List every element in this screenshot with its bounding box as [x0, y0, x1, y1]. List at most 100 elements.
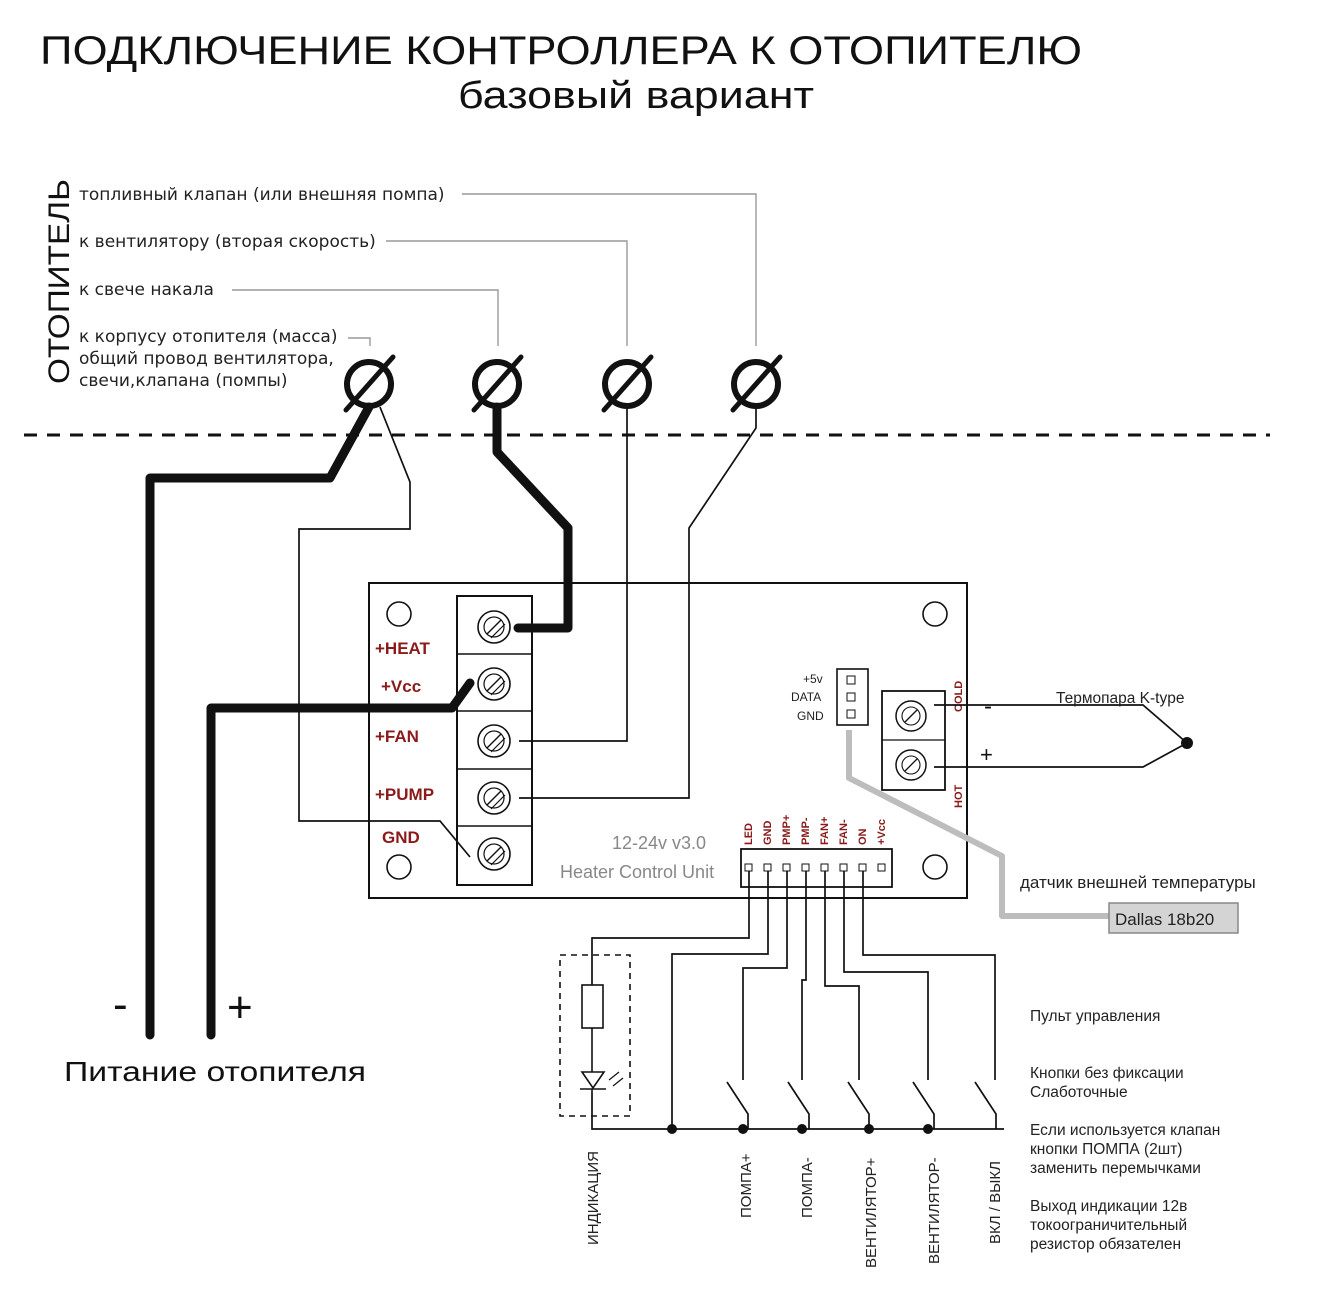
mounting-holes: [386, 601, 948, 880]
mounting-hole: [386, 601, 412, 627]
leader-heater-body: [348, 337, 371, 346]
thermocouple-minus: -: [984, 693, 992, 720]
wire-glow-plug-to-heat: [492, 402, 573, 633]
power-plus-sign: +: [227, 983, 253, 1032]
wire-thermocouple-minus: [934, 704, 1188, 744]
wire-dallas-sensor: [846, 730, 1110, 919]
header-pin-gnd: GND: [762, 821, 774, 846]
leader-glow-plug: [232, 289, 499, 346]
leader-fuel-valve: [462, 193, 757, 346]
heater-terminal-fuel-valve: [730, 354, 783, 413]
wire-pump-plus: [742, 871, 788, 1080]
header-pin-pmp-minus: PMP-: [800, 817, 812, 845]
wire-on: [862, 871, 996, 1080]
leader-fan: [386, 240, 628, 346]
thermocouple-terminal-block: [881, 690, 946, 791]
header-pin-fan-plus: FAN+: [819, 817, 831, 845]
thermocouple-label: Термопара K-type: [1056, 690, 1184, 707]
led-indicator: [559, 954, 631, 1117]
label-common-wire-2: свечи,клапана (помпы): [79, 371, 287, 391]
sensor-pin-gnd: GND: [797, 709, 824, 723]
resistor-icon: [581, 984, 604, 1029]
mounting-hole: [922, 854, 948, 880]
wire-fan-minus: [843, 871, 929, 1080]
power-label: Питание отопителя: [64, 1056, 366, 1087]
note-valve-1: Если используется клапан: [1030, 1122, 1220, 1139]
header-pin-fan-minus: FAN-: [838, 819, 850, 845]
heater-terminal-ground: [343, 354, 396, 413]
diagram-subtitle: базовый вариант: [458, 75, 814, 117]
terminal-label-vcc: +Vcc: [381, 677, 421, 696]
heater-terminal-glow-plug: [471, 354, 524, 413]
wire-pump-minus: [801, 871, 807, 1080]
sensor-pin-5v: +5v: [803, 672, 823, 686]
label-glow-plug: к свече накала: [79, 280, 214, 300]
header-pin-vcc: +Vcc: [876, 819, 888, 845]
terminal-label-heat: +HEAT: [375, 639, 431, 658]
button-label-fan-plus: ВЕНТИЛЯТОР+: [863, 1157, 880, 1268]
header-pin-on: ON: [857, 828, 869, 845]
control-panel-notes: Пульт управления Кнопки без фиксации Сла…: [1030, 1008, 1220, 1253]
switch-pump-minus: [787, 1081, 810, 1129]
button-label-pump-plus: ПОМПА+: [738, 1153, 755, 1218]
label-fan-second-speed: к вентилятору (вторая скорость): [79, 232, 376, 252]
button-label-on-off: ВКЛ / ВЫКЛ: [987, 1161, 1004, 1244]
terminal-screw-vcc: [477, 667, 511, 701]
note-buttons-2: Слаботочные: [1030, 1084, 1128, 1101]
terminal-label-fan: +FAN: [375, 727, 419, 746]
heater-labels: топливный клапан (или внешняя помпа) к в…: [79, 185, 445, 391]
control-panel-wiring: [591, 871, 1004, 1134]
note-indication-3: резистор обязателен: [1030, 1236, 1181, 1253]
sensor-name: Dallas 18b20: [1115, 910, 1214, 929]
led-diode-icon: [580, 1071, 606, 1090]
control-header: [740, 848, 893, 888]
tc-cold-label: COLD: [953, 681, 965, 712]
mounting-hole: [922, 601, 948, 627]
note-indication-1: Выход индикации 12в: [1030, 1198, 1187, 1215]
heater-side-label: ОТОПИТЕЛЬ: [43, 179, 76, 384]
wire-fuel-valve-to-pump: [519, 407, 757, 799]
sensor-connector: [836, 668, 869, 726]
button-label-indication: ИНДИКАЦИЯ: [585, 1151, 602, 1245]
wire-ground-to-gnd: [298, 406, 471, 858]
wire-thermocouple-plus: [934, 742, 1188, 768]
note-panel-title: Пульт управления: [1030, 1008, 1160, 1025]
sensor-pin-data: DATA: [791, 690, 821, 704]
terminal-screw-pump: [477, 781, 511, 815]
tc-hot-label: HOT: [953, 785, 965, 809]
thermocouple-plus: +: [980, 742, 993, 767]
note-valve-2: кнопки ПОМПА (2шт): [1030, 1141, 1182, 1158]
button-label-fan-minus: ВЕНТИЛЯТОР-: [926, 1157, 943, 1264]
board-version: 12-24v v3.0: [612, 833, 706, 853]
power-minus-sign: -: [113, 980, 128, 1029]
button-label-pump-minus: ПОМПА-: [799, 1157, 816, 1218]
thermocouple-junction: [1181, 737, 1193, 749]
board-name: Heater Control Unit: [560, 862, 714, 882]
wire-fan-to-fan-terminal: [519, 407, 628, 742]
label-common-wire: общий провод вентилятора,: [79, 349, 334, 369]
heater-terminal-fan: [601, 354, 654, 413]
switch-fan-minus: [912, 1081, 935, 1129]
switch-pump-plus: [726, 1081, 749, 1129]
wire-power-plus-to-vcc: [206, 678, 475, 1040]
terminal-screw-fan: [477, 724, 511, 758]
header-pin-pmp-plus: PMP+: [781, 815, 793, 845]
label-heater-body: к корпусу отопителя (масса): [79, 327, 337, 347]
note-valve-3: заменить перемычками: [1030, 1160, 1201, 1177]
note-indication-2: токоограничительный: [1030, 1217, 1187, 1234]
label-fuel-valve: топливный клапан (или внешняя помпа): [79, 185, 445, 205]
terminal-screw-gnd: [477, 837, 511, 871]
sensor-box: [1108, 902, 1239, 934]
header-pin-led: LED: [743, 823, 755, 845]
terminal-label-gnd: GND: [382, 828, 420, 847]
sensor-label: датчик внешней температуры: [1020, 873, 1256, 892]
wire-power-minus-to-ground: [145, 402, 374, 1040]
diagram-title: ПОДКЛЮЧЕНИЕ КОНТРОЛЛЕРА К ОТОПИТЕЛЮ: [40, 29, 1082, 73]
wire-gnd-common: [671, 871, 769, 1129]
wire-fan-plus: [824, 871, 860, 1080]
wire-led: [591, 871, 750, 985]
terminal-label-pump: +PUMP: [375, 785, 434, 804]
switch-fan-plus: [847, 1081, 870, 1129]
mounting-hole: [386, 854, 412, 880]
